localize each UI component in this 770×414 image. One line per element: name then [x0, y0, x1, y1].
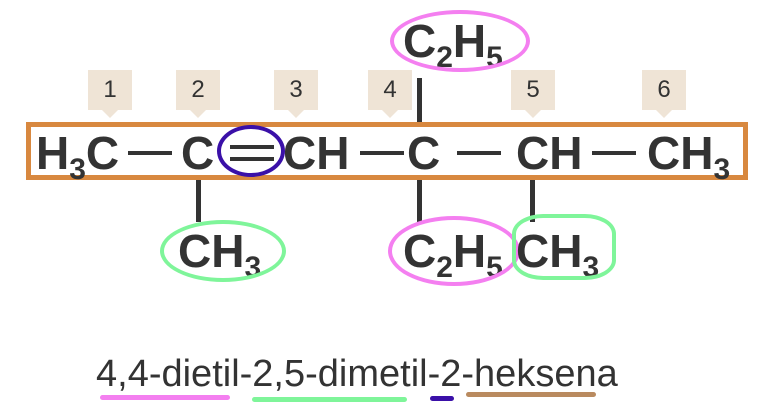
atom-c3: CH	[283, 127, 350, 179]
bond-vertical	[417, 78, 422, 122]
carbon-number-4: 4	[368, 70, 412, 118]
methyl-highlight-c2	[160, 220, 286, 282]
iupac-name: 4,4-dietil-2,5-dimetil-2-heksena	[96, 353, 618, 395]
underline-methyl	[252, 397, 407, 402]
bond-vertical	[417, 180, 422, 222]
name-methyl-part: 2,5-dimetil-	[252, 353, 441, 395]
bond-vertical	[196, 180, 201, 222]
ethyl-highlight-bottom	[388, 216, 520, 286]
single-bond	[128, 151, 172, 155]
underline-ethyl	[100, 395, 230, 400]
name-parent-chain: heksena	[474, 353, 618, 395]
double-bond-highlight	[217, 125, 285, 177]
single-bond	[457, 151, 501, 155]
single-bond	[592, 151, 636, 155]
atom-c1: H3C	[36, 127, 120, 186]
name-ethyl-part: 4,4-dietil-	[96, 353, 253, 395]
underline-parent	[466, 392, 596, 397]
carbon-number-3: 3	[274, 70, 318, 118]
bond-vertical	[530, 180, 535, 222]
atom-c4: C	[407, 127, 441, 179]
carbon-number-1: 1	[88, 70, 132, 118]
main-chain-box	[26, 122, 748, 180]
atom-c5: CH	[516, 127, 583, 179]
ethyl-highlight-top	[390, 10, 530, 72]
carbon-number-5: 5	[511, 70, 555, 118]
atom-c2: C	[181, 127, 215, 179]
single-bond	[360, 151, 404, 155]
name-double-bond-position: 2	[440, 353, 462, 395]
atom-c6: CH3	[647, 127, 731, 186]
underline-double-bond	[430, 396, 454, 401]
carbon-number-6: 6	[642, 70, 686, 118]
carbon-number-2: 2	[176, 70, 220, 118]
methyl-highlight-c5	[512, 214, 616, 280]
